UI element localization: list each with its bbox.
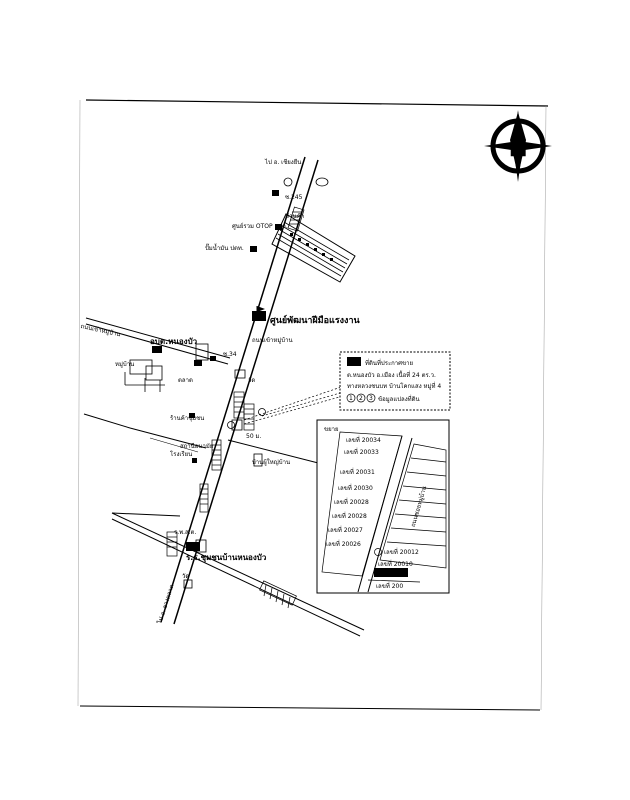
landmark-wat-south: วัด	[182, 573, 189, 580]
road-label-side-west: ถนนเข้าหมู่บ้าน	[80, 323, 121, 338]
inset-plot-8: เลขที่ 20026	[326, 540, 361, 548]
inset-plot-2: เลขที่ 20033	[344, 448, 379, 456]
inset-plot-lower-2: เลขที่ 20010	[378, 560, 413, 568]
landmark-community-house: บ้านผู้ใหญ่บ้าน	[252, 458, 290, 466]
landmark-distance: 50 ม.	[246, 433, 261, 440]
road-label-side-east: ถนนเข้าหมู่บ้าน	[252, 337, 293, 344]
legend-title: ที่ดินที่ประกาศขาย	[365, 359, 413, 367]
landmark-school: โรงเรียน	[170, 450, 192, 458]
landmark-sports-center: ศูนย์พัฒนาฝีมือแรงงาน	[270, 314, 360, 326]
circle-landmark-icons	[227, 177, 329, 429]
road-label-soi-34: ซ.34	[223, 351, 237, 358]
flag-icon	[256, 306, 265, 320]
landmark-village: หมู่บ้าน	[115, 361, 134, 368]
side-road-west-middle	[83, 413, 207, 453]
inset-map: ขยาย ถนนซอยหมู่บ้าน เลขที่ 20034 เลขที่ …	[316, 419, 450, 594]
legend-line-3: ข้อมูลแปลงที่ดิน	[378, 395, 420, 403]
village-road-grid	[124, 372, 165, 392]
inset-plot-1: เลขที่ 20034	[346, 436, 381, 444]
landmark-subdistrict-office: อบต.หนองบัว	[150, 337, 198, 346]
legend-line-1: ต.หนองบัว อ.เมือง เนื้อที่ 24 ตร.ว.	[347, 369, 436, 379]
landmark-otop-center: ศูนย์รวม OTOP อบต.	[232, 222, 288, 230]
pointer-lines	[243, 383, 351, 425]
north-arrow-icon: N	[484, 110, 552, 182]
parcel-block-northeast	[271, 213, 356, 283]
inset-plot-6: เลขที่ 20028	[332, 512, 367, 520]
frame-bottom-line	[79, 705, 541, 711]
landmark-fuel-station: ปั๊มน้ำมัน ปตท.	[205, 242, 244, 252]
landmark-shop-mid: ร้านค้าชุมชน	[170, 415, 204, 422]
landmark-temple: วัด	[248, 377, 255, 384]
frame-right-line	[540, 105, 547, 711]
roadside-parcels-middle	[211, 391, 255, 471]
inset-plot-7: เลขที่ 20027	[328, 526, 363, 534]
lower-crossing-road	[111, 512, 365, 637]
legend-circle-2: 2	[359, 395, 363, 402]
outline-buildings	[129, 343, 263, 589]
building-markers	[152, 190, 282, 551]
inset-plot-lower-3: เลขที่ 200	[376, 582, 403, 590]
road-label-to-south: ไป อ. ยางตลาด	[155, 583, 176, 625]
legend-circle-3: 3	[369, 395, 373, 402]
roadside-parcels-south	[166, 483, 297, 609]
side-road-east-middle	[227, 439, 331, 467]
landmark-market: ตลาด	[178, 377, 193, 384]
landmark-primary-school: ร.ร.ชุมชนบ้านหนองบัว	[186, 552, 267, 563]
landmark-hospital: ร.พ.ส.ต.	[174, 529, 196, 536]
frame-left-line	[77, 99, 81, 707]
road-label-to-north: ไป อ. เชียงยืน	[264, 158, 301, 166]
road-label-soi-245: ซ.245	[285, 194, 303, 201]
inset-plot-5: เลขที่ 20028	[334, 498, 369, 506]
inset-plot-3: เลขที่ 20031	[340, 468, 375, 476]
inset-west-plots	[321, 431, 403, 577]
landmark-shop-north: ร้านค้า	[286, 213, 304, 220]
inset-plot-4: เลขที่ 20030	[338, 484, 373, 492]
north-label: N	[509, 137, 527, 162]
landmark-health-center: สถานีอนามัย	[180, 442, 213, 450]
legend-circle-1: 1	[349, 395, 353, 402]
roadside-parcels-north	[287, 206, 305, 232]
side-road-west-upper	[85, 317, 231, 365]
legend-line-2: ทางหลวงชนบท บ้านโคกแสง หมู่ที่ 4	[347, 382, 441, 390]
legend-box: ที่ดินที่ประกาศขาย ต.หนองบัว อ.เมือง เนื…	[339, 351, 451, 411]
inset-selected-plot	[374, 568, 408, 577]
inset-plot-lower-1: เลขที่ 20012	[384, 548, 419, 556]
inset-east-plots	[379, 443, 447, 569]
legend-swatch	[347, 357, 361, 366]
frame-top-line	[85, 99, 549, 107]
inset-title: ขยาย	[324, 426, 339, 433]
